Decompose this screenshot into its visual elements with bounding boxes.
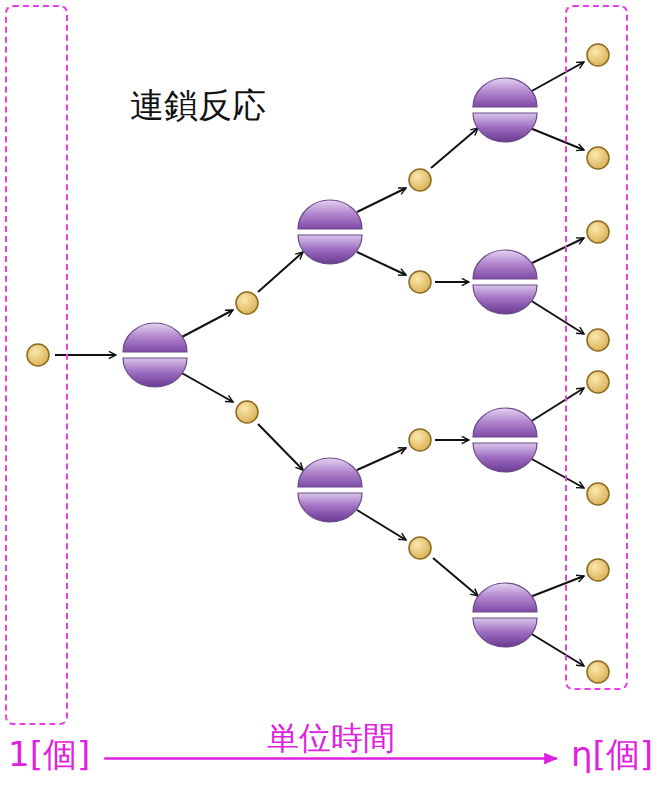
neutron xyxy=(587,329,609,351)
neutron xyxy=(587,221,609,243)
nucleus xyxy=(298,200,362,264)
nucleus xyxy=(298,458,362,522)
neutron xyxy=(27,344,49,366)
nucleus xyxy=(473,78,537,142)
arrow xyxy=(433,558,478,596)
neutron xyxy=(409,537,431,559)
neutron xyxy=(236,292,258,314)
count-label: η[個] xyxy=(571,735,653,774)
arrow xyxy=(357,510,406,540)
arrow xyxy=(530,458,584,488)
arrow xyxy=(180,372,233,402)
nucleus xyxy=(473,250,537,314)
nuclei xyxy=(123,78,537,647)
neutron xyxy=(587,147,609,169)
nucleus xyxy=(473,408,537,472)
counting-region: η[個] xyxy=(565,5,628,690)
arrow xyxy=(530,388,584,422)
arrow xyxy=(357,252,406,275)
arrow xyxy=(530,300,584,334)
arrow xyxy=(530,128,584,150)
neutron xyxy=(587,661,609,683)
arrow xyxy=(258,424,303,470)
neutron xyxy=(409,271,431,293)
edge-label: 単位時間 xyxy=(264,720,398,757)
arrow xyxy=(435,281,469,283)
arrow xyxy=(435,439,469,441)
arrow xyxy=(180,310,233,338)
arrow xyxy=(530,633,584,666)
count-label: 1[個] xyxy=(8,735,90,774)
neutron xyxy=(587,44,609,66)
arrow xyxy=(530,238,584,264)
arrow xyxy=(55,354,116,356)
arrow xyxy=(258,252,303,292)
neutron xyxy=(587,371,609,393)
counting-region: 1[個] xyxy=(5,5,68,725)
arrow xyxy=(357,448,406,470)
arrow xyxy=(357,188,406,212)
neutron xyxy=(236,401,258,423)
neutron xyxy=(587,483,609,505)
diagram-caption-label: 連鎖反応 xyxy=(130,86,266,125)
nucleus xyxy=(123,323,187,387)
arrow xyxy=(530,576,584,597)
neutron xyxy=(409,429,431,451)
nucleus xyxy=(473,583,537,647)
arrow xyxy=(431,128,478,168)
time-arrow xyxy=(104,757,557,760)
arrow xyxy=(530,62,584,92)
reaction-arrows xyxy=(55,62,584,666)
neutrons xyxy=(27,44,609,683)
neutron xyxy=(409,169,431,191)
neutron xyxy=(587,559,609,581)
